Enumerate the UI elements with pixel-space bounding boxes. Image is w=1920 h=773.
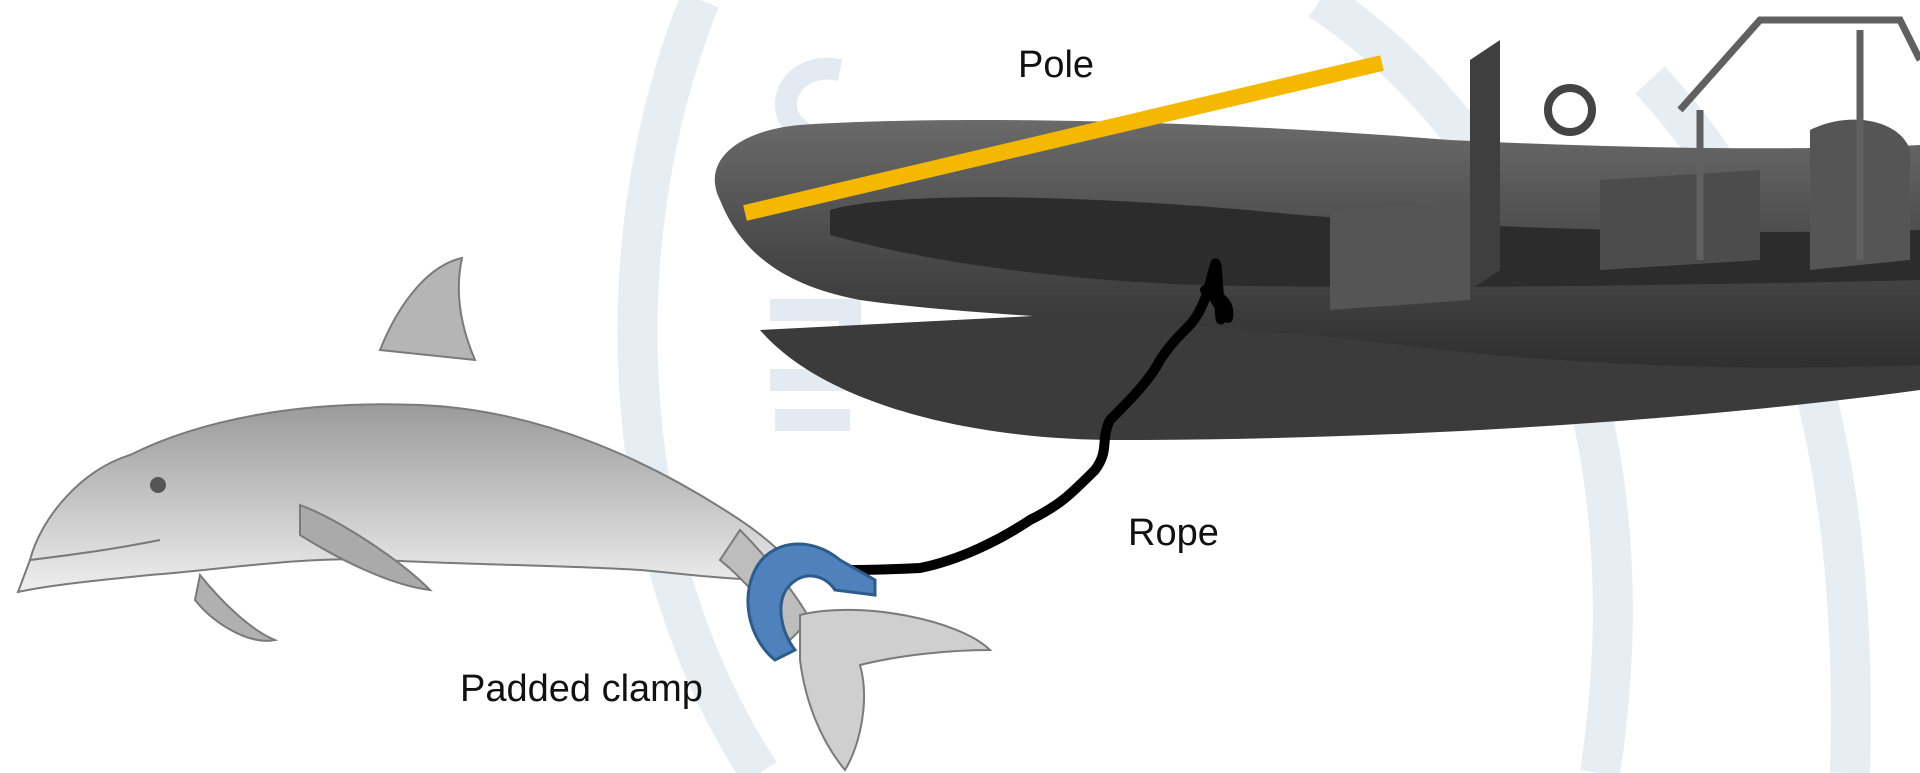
dolphin-tail-fluke [800, 610, 990, 770]
dolphin-body [18, 404, 800, 592]
label-padded-clamp: Padded clamp [460, 668, 703, 711]
dolphin-dorsal-fin [380, 258, 475, 360]
label-pole: Pole [1018, 44, 1094, 87]
dolphin-pelvic-fin [195, 575, 275, 641]
boat-console [1330, 200, 1470, 310]
boat-steering-wheel [1548, 88, 1592, 132]
boat-windscreen [1470, 40, 1500, 290]
label-rope: Rope [1128, 512, 1219, 555]
dolphin-eye [150, 477, 166, 493]
boat-seat [1600, 170, 1760, 270]
